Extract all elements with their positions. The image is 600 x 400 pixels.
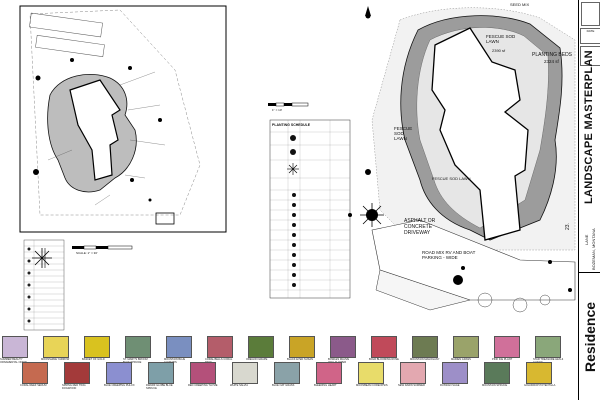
plant-photo (64, 362, 90, 384)
plant-caption: ST. MARY'S BROOM BLUE SPRUCE (123, 358, 148, 364)
plant-caption: GOLDDROP POTENTILLA (524, 384, 556, 387)
plant-photo (526, 362, 552, 384)
plant-caption: BOLD BLOOMING ROSE (369, 358, 399, 361)
plant-caption: BASKET OF GOLD (82, 358, 105, 361)
plant-caption: BLUE CREEPING PHLOX (104, 384, 135, 387)
left-plan-frame (19, 5, 227, 233)
plant-photo (190, 362, 216, 384)
plant-caption: WHITE SALVIA (230, 384, 248, 387)
plant-caption: DWARF GLOBE BLUE SPRUCE (146, 384, 173, 390)
plant-caption: NEW DAWN SUMMER (398, 384, 425, 387)
project-type: LANDSCAPE MASTERPLAN (583, 50, 595, 204)
project-name: Residence (582, 301, 598, 372)
plant-photo (535, 336, 561, 358)
plant-caption: RED CREEPING THYME (188, 384, 218, 387)
scale-bar-middle (268, 102, 309, 107)
plant-photo (207, 336, 233, 358)
plan-label-lawn-top: FESCUE SOD LAWN (486, 34, 516, 44)
plant-photo (442, 362, 468, 384)
plant-photo (106, 362, 132, 384)
plant-caption: BLEEDING HEART (314, 384, 337, 387)
plant-photo (453, 336, 479, 358)
plant-photo (232, 362, 258, 384)
plant-photo (274, 362, 300, 384)
plant-photo (166, 336, 192, 358)
plant-photo (412, 336, 438, 358)
plant-photo (484, 362, 510, 384)
title-block-logo (581, 2, 600, 26)
plant-photo (22, 362, 48, 384)
plant-photo (43, 336, 69, 358)
scale-bar-left (72, 245, 133, 250)
plant-photo (400, 362, 426, 384)
plant-photo (289, 336, 315, 358)
site-plan-right (348, 7, 576, 313)
plant-caption: MOONSHINE YARROW (41, 358, 70, 361)
plant-caption: PINK ICE PLANT (492, 358, 513, 361)
plant-caption: RUSSIAN SAGE (440, 384, 460, 387)
plan-label-rv-parking: ROAD MIX RV AND BOAT PARKING - WIDE (422, 250, 476, 260)
plant-photo (316, 362, 342, 384)
plan-label-driveway: ASPHALT OR CONCRETE DRIVEWAY (404, 218, 436, 236)
left-trees (33, 58, 162, 202)
plan-label-seed-mix: SEED MIX (510, 2, 530, 7)
date-label: DATE (586, 29, 595, 33)
plant-photo (2, 336, 28, 358)
city-line: BOZEMAN, MONTANA (591, 228, 596, 270)
plant-caption: OREGON GRAPE (246, 358, 268, 361)
title-block-divider (579, 272, 600, 273)
plant-caption: SUMMER BEAUTY ORNAMENTAL ONION (0, 358, 27, 364)
scale-label-middle: 1" = 10' (272, 108, 283, 112)
scale-label-left: SCALE: 1" = 30' (76, 251, 98, 255)
plant-caption: MOUNTAIN SPRUCE (482, 384, 508, 387)
plan-label-planting-area: 2324 sf (544, 59, 559, 64)
plant-caption: MOONBEAM COREOPSIS (356, 384, 388, 387)
plan-label-lawn-area: 2390 sf (492, 48, 506, 53)
plant-photo (494, 336, 520, 358)
plan-label-lawn-side: FESCUE SOD LAWN (394, 126, 413, 141)
plan-label-planting-beds: PLANTING BEDS (532, 52, 573, 58)
title-block: DATE LANDSCAPE MASTERPLAN 23. LANE BOZEM… (565, 0, 600, 400)
schedule-title: PLANTING SCHEDULE (272, 123, 311, 127)
location-line: LANE (584, 234, 589, 245)
plant-caption: BLACK EYED SUSAN (287, 358, 313, 361)
sheet-number: 23. (565, 223, 571, 230)
plant-caption: BLUE OAT GRASS (272, 384, 295, 387)
title-block-date-cell: DATE (580, 28, 600, 44)
plant-caption: CORAL REEF SEDUM (20, 384, 47, 387)
plant-photo (248, 336, 274, 358)
plant-photo (358, 362, 384, 384)
plant-photo (148, 362, 174, 384)
plant-photo (84, 336, 110, 358)
plant-photo (330, 336, 356, 358)
plant-caption: MAIDEN GRASS (451, 358, 471, 361)
plant-caption: MOUNTAIN MAHOGANY (410, 358, 440, 361)
plant-photo (125, 336, 151, 358)
north-arrow (365, 6, 371, 19)
plant-caption: SPRING RED TWIG DOGWOOD (62, 384, 86, 390)
tree-symbol-large (32, 248, 52, 268)
title-block-rev-cell (580, 46, 600, 66)
plan-label-lawn-lower: FESCUE SOD LAWN (432, 176, 471, 181)
plant-photo (371, 336, 397, 358)
